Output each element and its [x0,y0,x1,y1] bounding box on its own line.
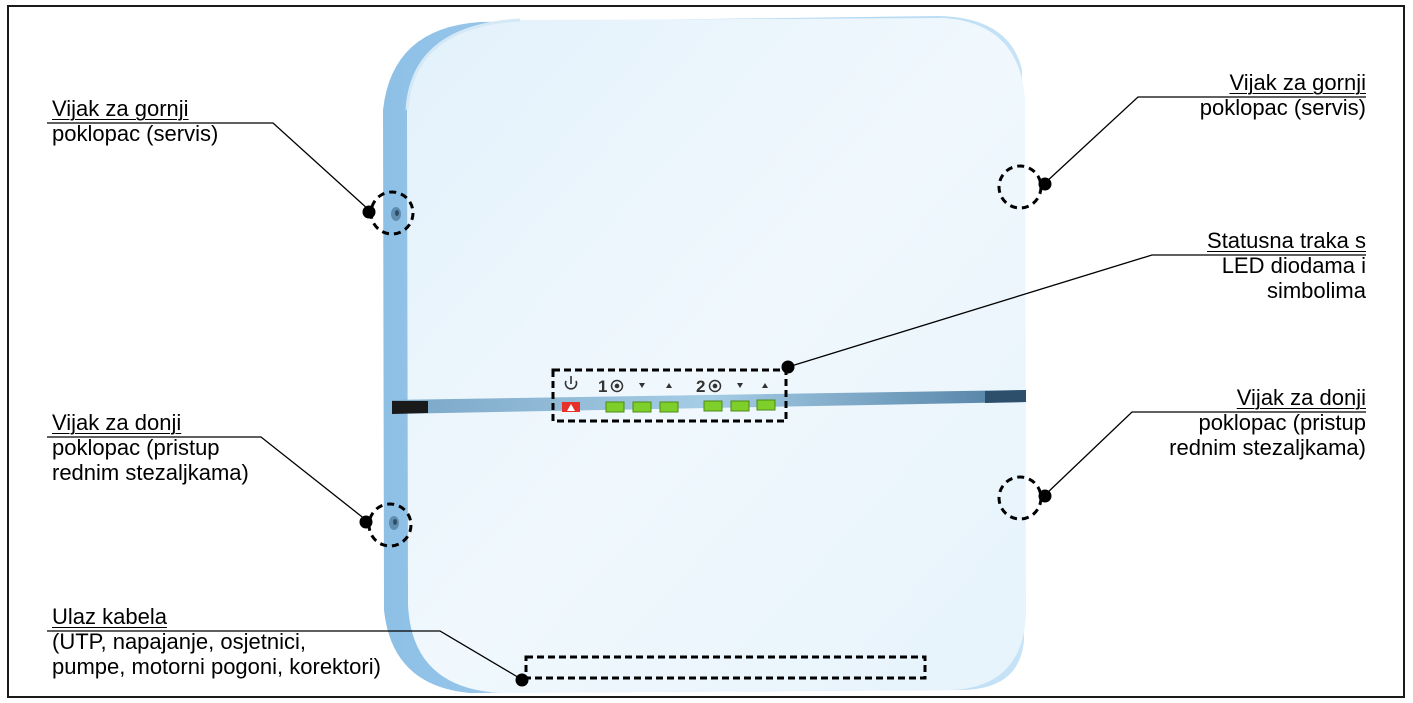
leader-dot-lower-right [1038,489,1052,503]
callout-line: LED diodama i [1221,253,1366,278]
callout-line: poklopac (pristup [52,435,220,460]
circuit-2-number: 2 [696,377,705,396]
arrow-down-icon-2 [737,383,743,388]
led-c1-up [659,401,679,413]
figure-frame [7,5,1405,698]
leader-lower-left [47,436,367,521]
callout-line: simbolima [1266,278,1366,303]
arrow-down-icon-1 [639,383,645,388]
highlight-status-bar [551,368,788,423]
callout-cable-inlet: Ulaz kabela (UTP, napajanje, osjetnici, … [52,604,381,679]
callout-line: Vijak za donji [52,410,182,435]
callout-line: rednim stezaljkama) [1169,435,1366,460]
leader-dot-lower-left [359,515,373,529]
callout-line: Vijak za gornji [52,96,189,121]
led-c2-down [730,400,750,412]
leader-status-bar [787,254,1366,368]
leader-upper-right [1044,96,1366,184]
leader-dot-status-bar [781,360,795,374]
screw-icon-lower-left [389,516,399,530]
leader-upper-left [47,122,370,211]
callout-line: (UTP, napajanje, osjetnici, [52,629,306,654]
callout-line: Statusna traka s [1207,228,1366,253]
device-front [407,18,1026,693]
pump-icon-2 [708,379,722,393]
callout-lower-cover-screw-left: Vijak za donji poklopac (pristup rednim … [52,410,249,485]
arrow-up-icon-1 [666,383,672,388]
callout-status-bar: Statusna traka s LED diodama i simbolima [1207,228,1366,303]
callout-line: pumpe, motorni pogoni, korektori) [52,654,381,679]
leader-dot-upper-left [362,205,376,219]
callout-line: poklopac (pristup [1198,410,1366,435]
arrow-up-icon-2 [762,383,768,388]
led-c2-pump [703,400,723,412]
callout-line: rednim stezaljkama) [52,460,249,485]
status-led-panel: 1 2 [562,376,776,413]
pump-icon-1 [610,379,624,393]
leader-cable-inlet [47,630,522,680]
callout-lower-cover-screw-right: Vijak za donji poklopac (pristup rednim … [1169,385,1366,460]
leader-dot-cable-inlet [515,673,529,687]
leader-dot-upper-right [1038,177,1052,191]
callout-line: Vijak za gornji [1229,70,1366,95]
led-c2-up [756,399,776,411]
callout-upper-cover-screw-left: Vijak za gornji poklopac (servis) [52,96,218,146]
leader-lower-right [1045,411,1366,495]
callout-line: Ulaz kabela [52,604,167,629]
callout-line: poklopac (servis) [1199,95,1366,120]
highlight-cable-inlet [524,655,927,680]
led-c1-down [632,401,652,413]
circuit-1-number: 1 [598,377,607,396]
callout-upper-cover-screw-right: Vijak za gornji poklopac (servis) [1200,70,1366,120]
power-icon [564,376,578,390]
callout-line: Vijak za donji [1236,385,1366,410]
led-c1-pump [605,401,625,413]
screw-icon-upper-left [391,207,401,221]
callout-line: poklopac (servis) [52,121,219,146]
